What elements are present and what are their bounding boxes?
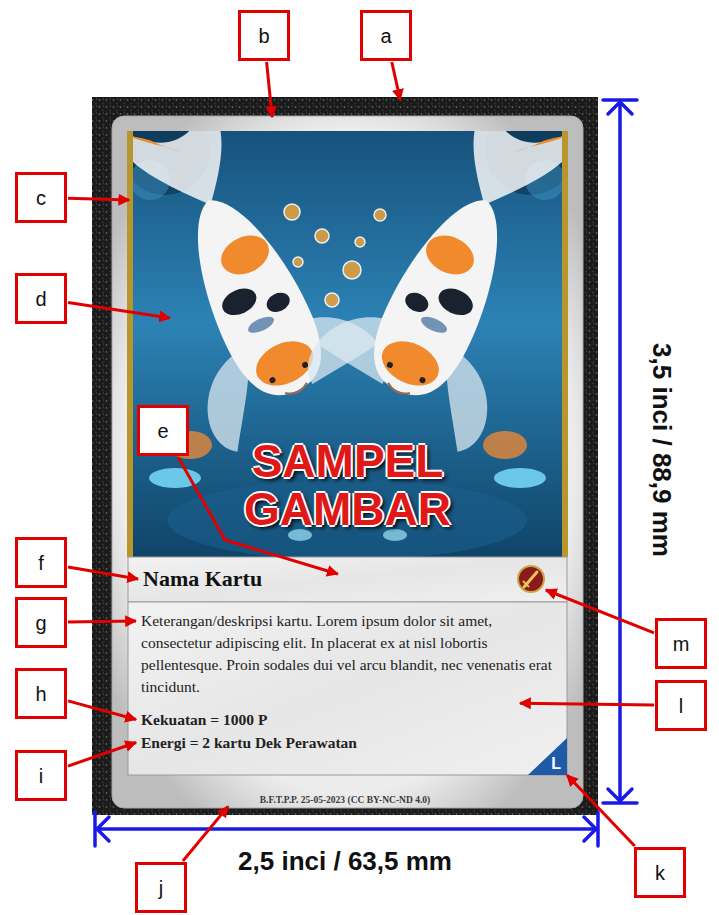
watermark-text: SAMPEL GAMBAR xyxy=(198,437,498,533)
callout-letter: e xyxy=(157,419,168,443)
callout-box: m xyxy=(655,618,707,669)
callout-letter: d xyxy=(35,287,46,311)
callout-arrow xyxy=(546,590,654,633)
callout-arrow xyxy=(68,743,136,767)
power-stat: Kekuatan = 1000 P xyxy=(141,708,553,731)
callout-box: e xyxy=(137,405,189,456)
callout-arrow xyxy=(68,567,138,579)
dimension-lines xyxy=(618,102,622,801)
callout-arrow xyxy=(68,621,136,622)
type-icon xyxy=(524,572,537,587)
callout-box: k xyxy=(634,847,686,898)
width-dimension: 2,5 inci / 63,5 mm xyxy=(238,846,452,876)
koi-fish xyxy=(127,131,395,458)
callout-letter: l xyxy=(679,694,683,718)
callout-box: l xyxy=(655,680,707,731)
bubbles xyxy=(325,293,339,307)
koi-fish xyxy=(218,283,261,320)
bubbles xyxy=(284,204,300,220)
rarity-corner: L xyxy=(528,738,567,775)
callout-arrow xyxy=(183,806,228,861)
koi-illustration xyxy=(127,131,568,557)
callout-letter: m xyxy=(673,632,690,656)
card-name: Nama Kartu xyxy=(143,566,507,592)
callout-letter: b xyxy=(258,24,269,48)
name-bar-ground xyxy=(128,557,567,602)
description-ground xyxy=(128,602,567,775)
type-icon xyxy=(518,566,544,592)
dimension-lines xyxy=(608,102,632,114)
koi-fish xyxy=(215,228,276,282)
callout-arrow xyxy=(68,303,170,318)
footer-credit: B.F.T.P.P. 25-05-2023 (CC BY-NC-ND 4.0) xyxy=(92,794,598,806)
type-icon xyxy=(518,566,544,592)
callout-letter: a xyxy=(380,24,391,48)
gold-edge xyxy=(127,131,133,557)
dimension-lines xyxy=(608,789,632,801)
callout-arrow xyxy=(68,198,129,200)
callout-letter: i xyxy=(39,764,43,788)
rarity-letter: L xyxy=(551,755,561,773)
card-border xyxy=(92,97,598,815)
dimension-lines xyxy=(95,100,637,846)
callout-box: j xyxy=(135,862,187,913)
bubbles xyxy=(374,209,386,221)
callout-box: i xyxy=(15,750,67,801)
callout-box: a xyxy=(360,10,412,61)
koi-fish xyxy=(127,131,181,171)
gold-edge xyxy=(562,131,568,557)
water-reflections xyxy=(483,431,527,459)
callout-box: d xyxy=(15,273,67,324)
callout-arrow xyxy=(267,62,273,117)
name-bar: Nama Kartu xyxy=(128,557,567,602)
bubbles xyxy=(343,261,361,279)
bubbles xyxy=(315,229,329,243)
dimension-lines xyxy=(97,827,596,831)
callout-letter: k xyxy=(655,861,665,885)
callout-box: h xyxy=(15,668,67,719)
description-box: Keterangan/deskripsi kartu. Lorem ipsum … xyxy=(128,602,567,775)
rarity-triangle xyxy=(528,738,567,775)
type-icon xyxy=(523,581,529,587)
callout-arrow xyxy=(392,62,400,100)
energy-stat: Energi = 2 kartu Dek Perawatan xyxy=(141,731,553,754)
callout-arrow xyxy=(68,701,136,720)
label-holder: 2,5 inci / 63,5 mm xyxy=(238,846,452,876)
dimension-lines xyxy=(584,817,596,841)
connector-layer xyxy=(68,62,654,861)
callout-letter: c xyxy=(36,186,46,210)
water-reflections xyxy=(494,468,546,488)
callout-letter: h xyxy=(35,682,46,706)
koi-fish xyxy=(300,131,568,458)
callout-letter: g xyxy=(35,611,46,635)
card-description: Keterangan/deskripsi kartu. Lorem ipsum … xyxy=(141,610,553,698)
bubbles xyxy=(355,237,365,247)
callout-arrow xyxy=(520,703,654,705)
callout-box: b xyxy=(238,10,290,61)
callout-box: c xyxy=(15,172,67,223)
koi-fish xyxy=(285,383,309,397)
koi-fish xyxy=(264,289,293,315)
callout-box: g xyxy=(15,597,67,648)
card-frame: B.F.T.P.P. 25-05-2023 (CC BY-NC-ND 4.0) S… xyxy=(92,97,598,815)
bubbles xyxy=(293,257,303,267)
callout-letter: j xyxy=(159,876,163,900)
callout-arrow xyxy=(567,775,635,846)
koi-fish xyxy=(246,313,276,336)
card-border xyxy=(92,97,598,815)
callout-letter: f xyxy=(38,551,44,575)
card-border xyxy=(112,116,583,808)
koi-fish xyxy=(300,131,568,458)
card-image: SAMPEL GAMBAR xyxy=(127,131,568,557)
water-reflections xyxy=(149,431,546,557)
height-dimension: 3,5 inci / 88,9 mm xyxy=(647,343,677,557)
dimension-lines xyxy=(97,817,109,841)
koi-fish xyxy=(269,376,277,384)
callout-box: f xyxy=(15,537,67,588)
label-holder: 3,5 inci / 88,9 mm xyxy=(647,343,677,557)
koi-fish xyxy=(301,361,309,369)
